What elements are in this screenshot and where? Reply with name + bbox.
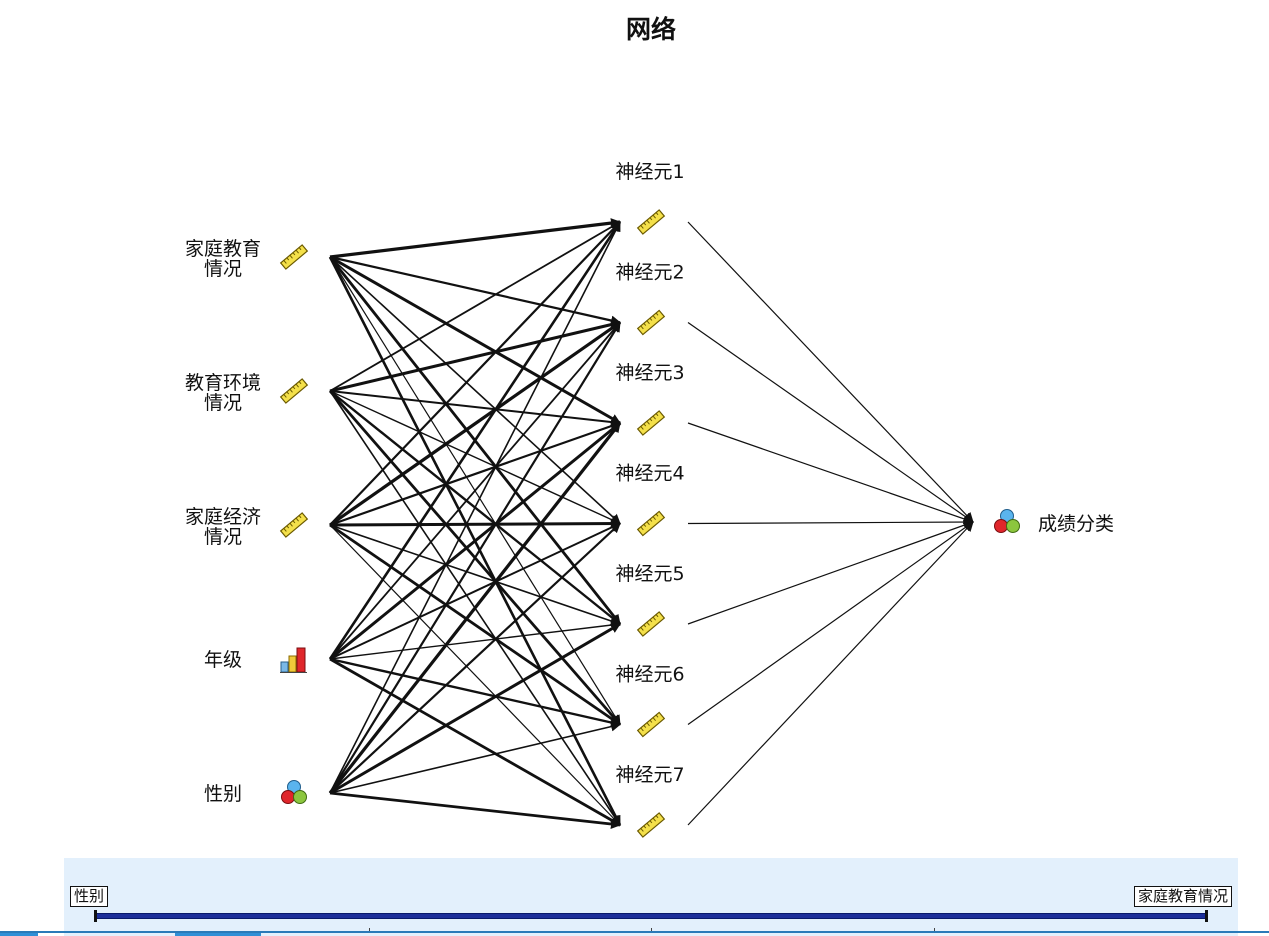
ruler-icon (637, 410, 665, 436)
edge-input-hidden (329, 721, 621, 794)
edge-input-hidden (329, 622, 621, 795)
edge-input-hidden (329, 657, 621, 827)
ruler-icon (637, 711, 665, 738)
edge-input-hidden (329, 522, 621, 794)
edge-input-hidden (329, 421, 621, 661)
bottom-segment (175, 933, 261, 936)
edge-hidden-output (687, 322, 974, 523)
nominal-circles-icon (281, 780, 307, 804)
edge-input-hidden (329, 524, 621, 826)
edge-hidden-output (687, 520, 974, 625)
edge-input-hidden (328, 221, 622, 660)
diagram-title: 网络 (625, 15, 676, 44)
hidden-node-label: 神经元3 (615, 362, 684, 384)
ruler-icon (637, 611, 665, 637)
input-node-label: 家庭经济 (185, 506, 261, 528)
hidden-node-label: 神经元4 (615, 463, 684, 485)
input-node-label: 家庭教育 (185, 238, 261, 260)
ruler-icon (637, 510, 665, 537)
edge-input-hidden (329, 256, 621, 525)
edge-hidden-output (687, 422, 974, 524)
ruler-icon (637, 812, 665, 838)
slider-tick (651, 928, 652, 933)
edge-hidden-output (687, 517, 974, 528)
nominal-circles-icon (994, 509, 1020, 533)
edge-input-hidden (329, 390, 621, 525)
edge-input-hidden (329, 791, 621, 829)
edge-hidden-output (687, 221, 974, 523)
edge-input-hidden (329, 390, 621, 427)
hidden-node-label: 神经元5 (615, 563, 684, 585)
edge-input-hidden (329, 321, 621, 794)
network-diagram: 家庭教育情况教育环境情况家庭经济情况年级性别神经元1神经元2神经元3神经元4神经… (185, 161, 1114, 838)
edge-input-hidden (329, 255, 621, 326)
ruler-icon (637, 309, 665, 336)
edge-input-hidden (329, 523, 621, 726)
edge-input-hidden (329, 518, 621, 529)
slider-handle-left[interactable] (94, 910, 97, 922)
slider-handle-right[interactable] (1205, 910, 1208, 922)
slider-tick (369, 928, 370, 933)
edge-input-hidden (329, 221, 621, 392)
ruler-icon (280, 244, 308, 270)
hidden-node-label: 神经元7 (615, 764, 684, 786)
slider-panel: 性别 家庭教育情况 (64, 858, 1238, 936)
hidden-node-label: 神经元1 (615, 161, 684, 183)
ruler-icon (637, 209, 665, 235)
input-node-label: 教育环境 (185, 372, 261, 394)
bottom-segment (0, 933, 38, 936)
input-node-label: 情况 (204, 526, 242, 548)
edge-input-hidden (329, 524, 621, 626)
slider-max-label: 家庭教育情况 (1133, 886, 1232, 907)
edge-input-hidden (329, 321, 621, 660)
slider-track[interactable] (94, 913, 1206, 919)
edge-hidden-output (687, 521, 974, 725)
edge-input-hidden (328, 422, 622, 794)
bottom-border (0, 931, 1269, 933)
ruler-icon (280, 378, 308, 404)
edge-input-hidden (329, 321, 621, 527)
edge-input-hidden (329, 522, 621, 660)
hidden-node-label: 神经元2 (615, 262, 684, 284)
edge-hidden-output (687, 521, 974, 826)
ruler-icon (280, 512, 308, 538)
input-node-label: 情况 (204, 258, 242, 280)
edge-input-hidden (329, 319, 621, 393)
slider-min-label: 性别 (70, 886, 109, 907)
input-node-label: 性别 (204, 783, 242, 805)
input-node-label: 年级 (204, 649, 242, 671)
bar-chart-icon (279, 647, 308, 673)
input-node-label: 情况 (204, 392, 242, 414)
edge-input-hidden (329, 221, 621, 526)
edge-input-hidden (329, 221, 621, 794)
hidden-node-label: 神经元6 (615, 664, 684, 686)
edge-input-hidden (329, 255, 621, 425)
output-node-label: 成绩分类 (1038, 513, 1114, 535)
edge-input-hidden (329, 620, 621, 660)
slider-tick (934, 928, 935, 933)
edge-input-hidden (329, 421, 621, 527)
edge-input-hidden (329, 218, 621, 259)
edge-input-hidden (329, 657, 621, 728)
